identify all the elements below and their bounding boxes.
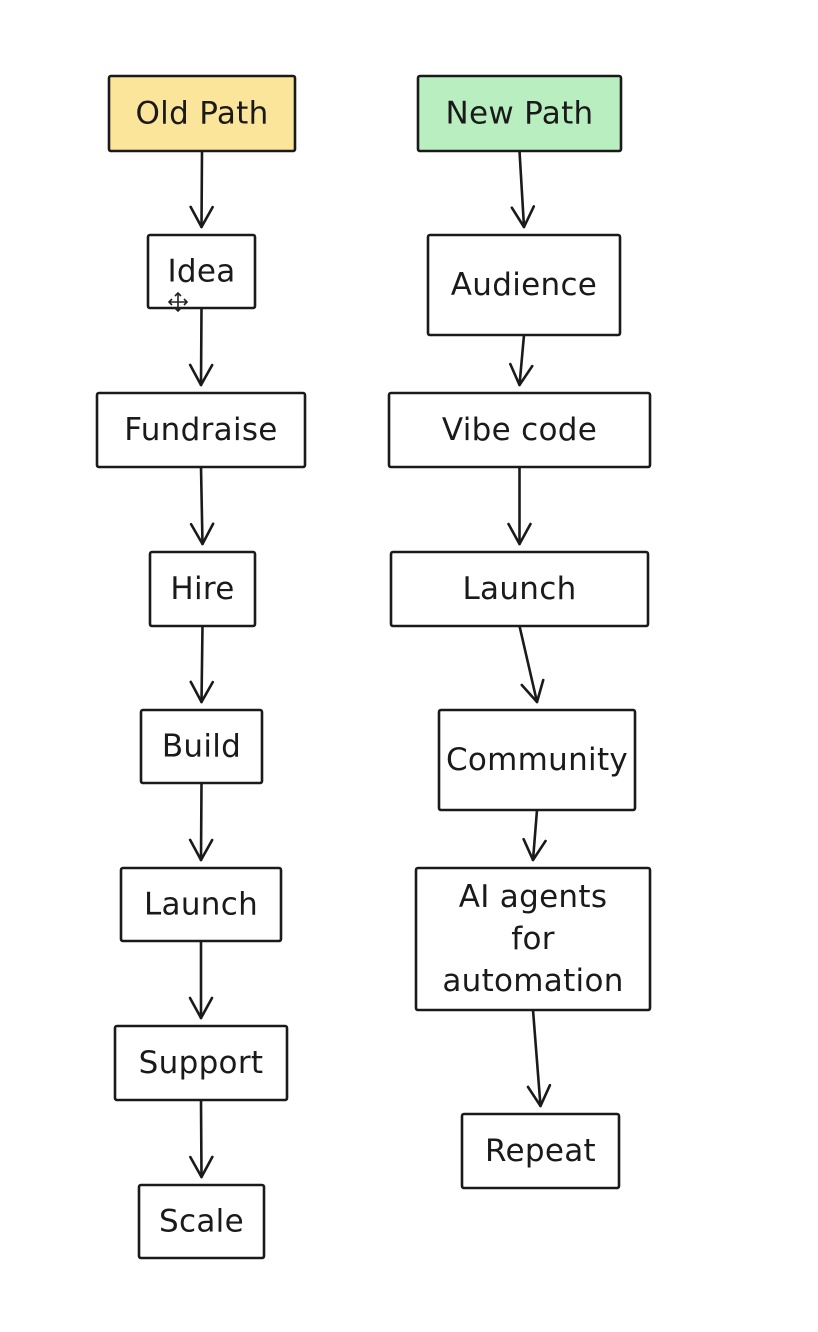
- node-idea: Idea: [146, 233, 257, 310]
- node-repeat-label-0: Repeat: [485, 1133, 596, 1169]
- node-support-label-0: Support: [139, 1045, 264, 1081]
- node-community-label-0: Community: [446, 742, 628, 778]
- node-fundraise: Fundraise: [95, 391, 307, 469]
- node-hire-label-0: Hire: [170, 571, 234, 607]
- arrow-audience-to-vibe-code: [509, 333, 534, 387]
- node-launch-old-box: [119, 866, 283, 943]
- node-new-path-box: [416, 74, 623, 153]
- arrow-old-path-to-idea: [189, 149, 214, 229]
- node-fundraise-label-0: Fundraise: [124, 412, 277, 448]
- node-new-path: New Path: [416, 74, 623, 153]
- node-community-box: [437, 708, 637, 812]
- node-repeat: Repeat: [460, 1112, 621, 1190]
- node-audience-box: [426, 233, 622, 337]
- node-ai-agents-box: [414, 866, 652, 1012]
- node-launch-new-label-0: Launch: [462, 571, 576, 607]
- node-new-path-label-0: New Path: [446, 96, 594, 132]
- node-launch-old: Launch: [119, 866, 283, 943]
- node-ai-agents: AI agents for automation: [414, 866, 652, 1012]
- arrow-new-path-to-audience: [510, 149, 536, 229]
- node-vibe-code-label-0: Vibe code: [442, 412, 597, 448]
- arrow-ai-agents-to-repeat: [526, 1008, 552, 1108]
- node-hire-box: [148, 550, 257, 628]
- node-old-path: Old Path: [107, 74, 297, 153]
- node-ai-agents-label-0: AI agents: [459, 879, 608, 915]
- edges-layer: [188, 149, 552, 1179]
- node-scale-label-0: Scale: [159, 1204, 244, 1240]
- node-build-label-0: Build: [162, 729, 241, 765]
- node-old-path-label-0: Old Path: [135, 96, 268, 132]
- nodes-layer: Old PathIdeaFundraiseHireBuildLaunchSupp…: [95, 74, 652, 1260]
- arrow-hire-to-build: [189, 624, 215, 704]
- node-old-path-box: [107, 74, 297, 153]
- arrow-vibe-code-to-launch-new: [507, 465, 532, 546]
- node-ai-agents-label-1: for: [511, 921, 555, 957]
- node-audience-label-0: Audience: [451, 267, 597, 303]
- node-vibe-code-box: [387, 391, 652, 469]
- node-scale: Scale: [137, 1183, 266, 1260]
- arrow-build-to-launch-old: [188, 781, 214, 862]
- node-scale-box: [137, 1183, 266, 1260]
- node-build: Build: [139, 708, 264, 785]
- node-hire: Hire: [148, 550, 257, 628]
- node-support: Support: [113, 1024, 289, 1102]
- arrow-support-to-scale: [189, 1098, 214, 1179]
- node-support-box: [113, 1024, 289, 1102]
- arrow-launch-new-to-community: [518, 624, 545, 704]
- arrow-launch-old-to-support: [188, 939, 214, 1020]
- node-repeat-box: [460, 1112, 621, 1190]
- node-vibe-code: Vibe code: [387, 391, 652, 469]
- arrow-community-to-ai-agents: [522, 808, 547, 862]
- node-launch-new-box: [389, 550, 650, 628]
- move-cursor-icon: [167, 291, 189, 313]
- node-launch-old-label-0: Launch: [144, 887, 258, 923]
- node-audience: Audience: [426, 233, 622, 337]
- node-build-box: [139, 708, 264, 785]
- node-ai-agents-label-2: automation: [442, 963, 623, 999]
- node-community: Community: [437, 708, 637, 812]
- arrow-idea-to-fundraise: [188, 306, 214, 387]
- arrow-fundraise-to-hire: [189, 465, 215, 546]
- node-idea-box: [146, 233, 257, 310]
- node-launch-new: Launch: [389, 550, 650, 628]
- node-idea-label-0: Idea: [167, 254, 235, 290]
- node-fundraise-box: [95, 391, 307, 469]
